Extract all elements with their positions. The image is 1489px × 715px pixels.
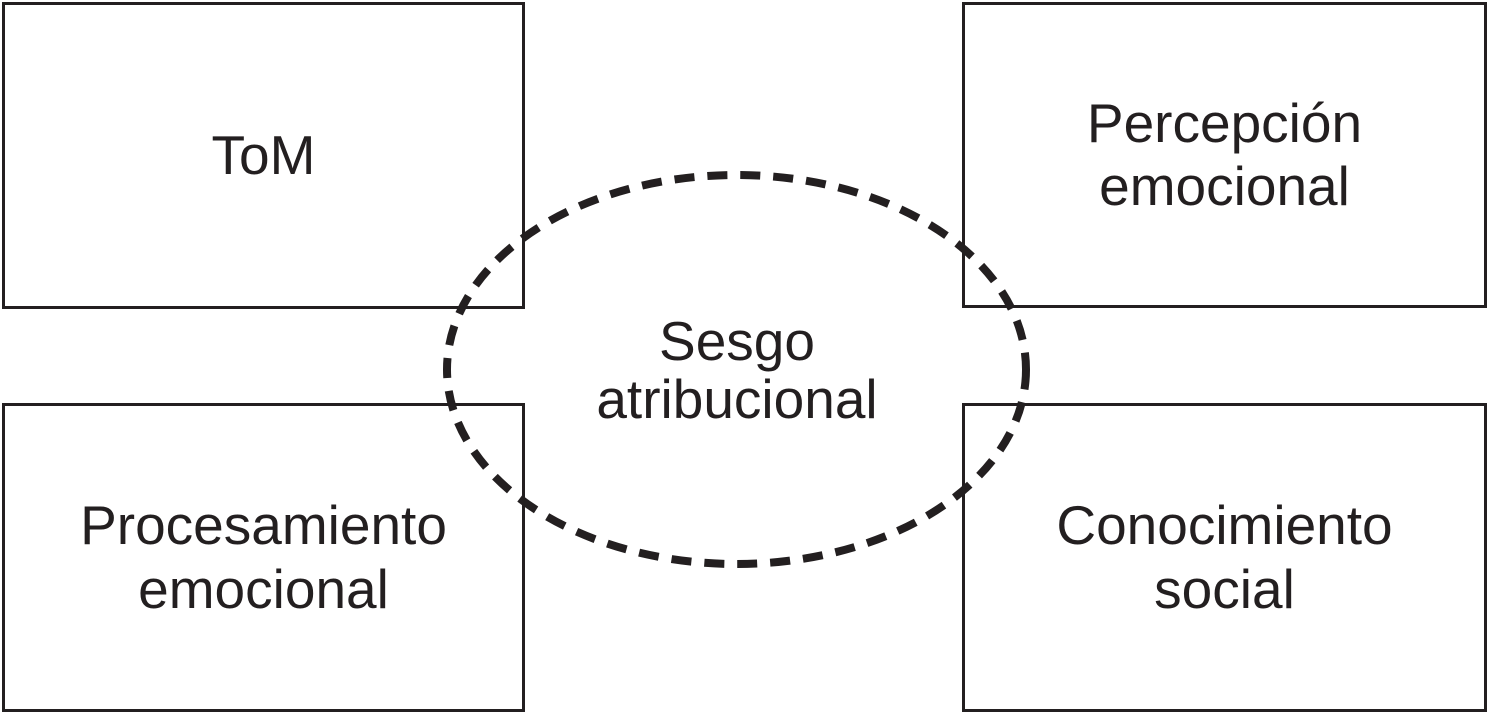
box-procesamiento-emocional-label: Procesamiento emocional (80, 494, 447, 620)
box-percepcion-emocional: Percepción emocional (962, 2, 1487, 308)
box-conocimiento-social-label: Conocimiento social (1056, 494, 1393, 620)
ellipse-label-container: Sesgo atribucional (439, 167, 1035, 573)
ellipse-sesgo-atribucional-label: Sesgo atribucional (596, 309, 878, 430)
box-conocimiento-social: Conocimiento social (962, 403, 1487, 712)
box-procesamiento-emocional: Procesamiento emocional (2, 403, 525, 712)
box-percepcion-emocional-label: Percepción emocional (1086, 91, 1363, 217)
box-tom-label: ToM (211, 123, 316, 186)
box-tom: ToM (2, 2, 525, 309)
